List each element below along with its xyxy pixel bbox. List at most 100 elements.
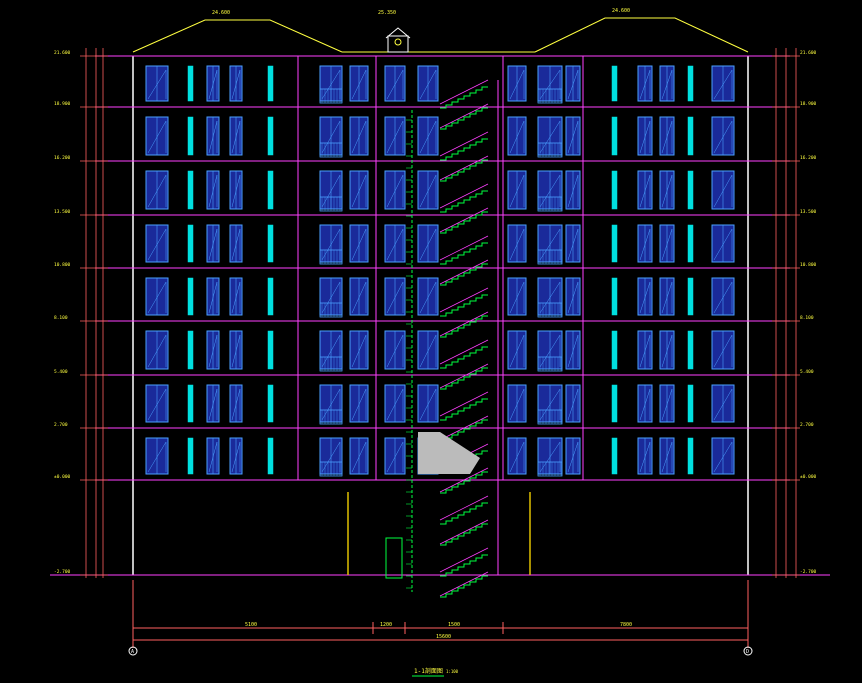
window-swing (713, 174, 733, 208)
balcony-railing (537, 461, 563, 477)
glazing-strip (267, 65, 274, 102)
balcony-railing (537, 249, 563, 265)
glazing-strip (187, 384, 194, 423)
window-swing (351, 69, 367, 100)
window-swing (208, 174, 218, 208)
window-swing (567, 228, 579, 261)
window-swing (208, 120, 218, 154)
window-swing (321, 120, 341, 154)
dim-segment-3: 1500 (448, 622, 460, 628)
window-swing (713, 441, 733, 473)
glazing-strip (187, 170, 194, 210)
stair-flight (440, 138, 488, 161)
glazing-strip (611, 116, 618, 156)
glazing-strip (687, 277, 694, 316)
stair-flight (440, 159, 488, 182)
window-swing (386, 388, 404, 421)
window-swing (419, 120, 437, 154)
handrail (439, 547, 489, 573)
stair-flight (440, 107, 488, 130)
window-swing (509, 441, 525, 473)
window-swing (147, 120, 167, 154)
window-swing (509, 388, 525, 421)
glazing-strip (267, 170, 274, 210)
window-swing (208, 69, 218, 100)
window-swing (509, 69, 525, 100)
window-swing (231, 228, 241, 261)
level-labels-right: 21.60018.90016.20013.50010.8008.1005.400… (800, 50, 817, 575)
handrail (439, 183, 489, 209)
level-label-left: 5.400 (54, 369, 68, 375)
handrail (439, 571, 489, 597)
roof-level-left: 24.600 (212, 10, 230, 16)
glazing-strip (267, 384, 274, 423)
window-swing (208, 228, 218, 261)
stair-flight (440, 523, 488, 546)
window-swing (567, 120, 579, 154)
glazing-strip (187, 437, 194, 475)
window-swing (231, 388, 241, 421)
window-swing (713, 281, 733, 314)
window-swing (509, 120, 525, 154)
window-swing (661, 334, 673, 368)
glazing-strip (267, 277, 274, 316)
axis-right-label: D (746, 649, 749, 655)
window-swing (386, 334, 404, 368)
glazing-strip (687, 384, 694, 423)
handrail (439, 103, 489, 129)
window-swing (661, 120, 673, 154)
stair-flight (440, 502, 488, 525)
window-swing (231, 441, 241, 473)
window-swing (208, 281, 218, 314)
window-swing (639, 69, 651, 100)
handrail (439, 155, 489, 181)
stair-flight (440, 554, 488, 577)
level-label-left: 8.100 (54, 315, 68, 321)
window-swing (321, 174, 341, 208)
window-swing (639, 441, 651, 473)
level-label-right: -2.700 (800, 569, 817, 575)
stair-flight (440, 575, 488, 598)
window-swing (351, 174, 367, 208)
window-swing (567, 388, 579, 421)
window-swing (147, 174, 167, 208)
glazing-strip (687, 437, 694, 475)
window-swing (208, 388, 218, 421)
roof-left (132, 19, 343, 53)
window-swing (147, 228, 167, 261)
balcony-railing (537, 142, 563, 158)
window-swing (567, 281, 579, 314)
window-swing (147, 69, 167, 100)
stair-flight (440, 398, 488, 421)
glazing-strip (187, 277, 194, 316)
glazing-strip (187, 330, 194, 370)
glazing-strip (611, 277, 618, 316)
level-label-right: 13.500 (800, 209, 817, 215)
level-label-left: 18.900 (54, 101, 71, 107)
window-swing (639, 228, 651, 261)
stair-flight (440, 211, 488, 234)
window-swing (386, 281, 404, 314)
level-label-left: 10.800 (54, 262, 71, 268)
handrail (439, 519, 489, 545)
level-label-left: ±0.000 (54, 474, 71, 480)
window-swing (147, 334, 167, 368)
stair-flight (440, 315, 488, 338)
window-swing (661, 69, 673, 100)
window-swing (231, 120, 241, 154)
glazing-strip (267, 330, 274, 370)
glazing-strip (611, 224, 618, 263)
glazing-strip (687, 170, 694, 210)
balcony-railing (537, 356, 563, 372)
window-swing (231, 174, 241, 208)
handrail (439, 311, 489, 337)
window-swing (386, 441, 404, 473)
window-swing (231, 69, 241, 100)
window-swing (661, 174, 673, 208)
window-swing (231, 334, 241, 368)
window-swing (386, 69, 404, 100)
window-swing (386, 228, 404, 261)
dim-segment-1: 5100 (245, 622, 257, 628)
window-swing (713, 69, 733, 100)
